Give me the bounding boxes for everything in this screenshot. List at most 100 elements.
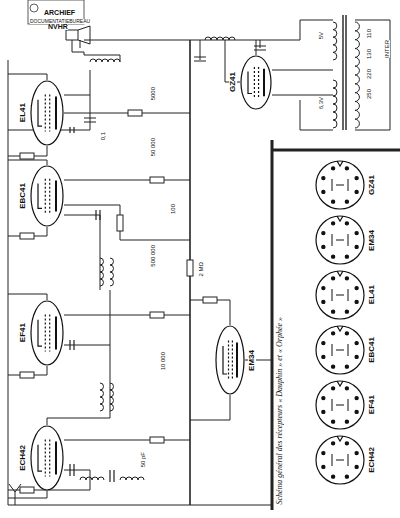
coil-symbol xyxy=(80,477,104,480)
electrode-stroke xyxy=(322,245,325,248)
electrode-stroke xyxy=(337,216,343,221)
component-value: 110 xyxy=(366,29,372,39)
resistor-symbol xyxy=(187,260,193,276)
electrode-stroke xyxy=(223,346,227,374)
tube-symbol xyxy=(30,165,64,227)
component-value: 10 000 xyxy=(160,352,166,370)
electrode-stroke xyxy=(332,332,335,335)
wire xyxy=(64,52,120,95)
resistor-symbol xyxy=(20,233,34,239)
electrode-stroke xyxy=(322,410,325,413)
electrode-stroke xyxy=(337,161,343,166)
electrode-stroke xyxy=(241,56,271,109)
value-label: 2 MΩ xyxy=(198,262,204,281)
electrode-stroke xyxy=(355,287,358,290)
electrode-stroke xyxy=(322,452,325,455)
tube-label: EBC41 xyxy=(19,183,27,209)
tube-label: GZ41 xyxy=(229,72,237,92)
electrode-stroke xyxy=(332,277,335,280)
wire xyxy=(64,113,190,114)
wire xyxy=(343,15,346,130)
electrode-stroke xyxy=(337,271,343,276)
resistor-symbol xyxy=(20,372,34,378)
component-value: 5V xyxy=(318,32,324,39)
tube-symbol xyxy=(30,425,64,491)
electrode-stroke xyxy=(332,167,335,170)
value-label: 5V xyxy=(318,25,324,43)
electrode-stroke xyxy=(332,179,348,191)
value-label: 130 xyxy=(366,45,372,63)
electrode-stroke xyxy=(332,255,335,258)
wire xyxy=(64,215,100,255)
electrode-stroke xyxy=(49,315,50,352)
resistor-symbol xyxy=(117,215,123,231)
electrode-stroke xyxy=(345,255,348,258)
electrode-stroke xyxy=(316,216,364,264)
coil-symbol xyxy=(205,37,235,40)
vacuum-tube: GZ41 xyxy=(240,55,272,110)
caption-text: Schéma général des récepteurs « Dauphin … xyxy=(276,317,284,505)
electrode-stroke xyxy=(332,387,335,390)
value-label: 500 000 xyxy=(150,245,156,271)
electrode-stroke xyxy=(337,436,343,441)
electrode-stroke xyxy=(337,381,343,386)
component-value: 250 xyxy=(366,89,372,99)
capacitor-symbol xyxy=(254,46,266,50)
tube-socket: GZ41 xyxy=(315,160,365,210)
electrode-stroke xyxy=(332,454,348,466)
electrode-stroke xyxy=(355,232,358,235)
electrode-stroke xyxy=(31,166,63,226)
capacitor-symbol xyxy=(194,57,206,61)
electrode-stroke xyxy=(322,287,325,290)
value-label: 110 xyxy=(366,25,372,43)
coil-symbol xyxy=(100,258,104,286)
wire xyxy=(64,180,190,181)
coil-symbol xyxy=(333,22,337,60)
coil-symbol xyxy=(90,59,120,62)
tube-socket: EF41 xyxy=(315,380,365,430)
speaker-symbol xyxy=(66,26,90,52)
electrode-stroke xyxy=(355,300,358,303)
electrode-stroke xyxy=(345,332,348,335)
tube-symbol xyxy=(240,55,272,110)
electrode-stroke xyxy=(316,271,364,319)
tube-symbol xyxy=(215,325,245,395)
electrode-stroke xyxy=(228,340,229,379)
electrode-stroke xyxy=(55,181,57,212)
electrode-stroke xyxy=(332,399,348,411)
capacitor-symbol xyxy=(70,340,74,350)
value-label: 6,3V xyxy=(318,95,324,113)
electrode-stroke xyxy=(345,420,348,423)
electrode-stroke xyxy=(216,326,244,394)
value-label: 100 xyxy=(170,200,176,218)
component-value: 50 000 xyxy=(150,138,156,156)
electrode-stroke xyxy=(316,326,364,374)
component-value: 2 MΩ xyxy=(198,262,204,277)
electrode-stroke xyxy=(236,343,238,378)
wire xyxy=(64,290,110,345)
socket-diagram xyxy=(315,380,365,430)
electrode-stroke xyxy=(38,320,42,346)
component-value: 220 xyxy=(366,69,372,79)
electrode-stroke xyxy=(345,475,348,478)
tube-label: EL41 xyxy=(368,285,376,304)
electrode-stroke xyxy=(316,381,364,429)
speaker-symbol xyxy=(72,40,84,52)
electrode-stroke xyxy=(263,69,265,97)
electrode-stroke xyxy=(316,161,364,209)
component-value: 130 xyxy=(366,49,372,59)
coil-symbol xyxy=(120,477,144,480)
electrode-stroke xyxy=(45,95,46,132)
wire xyxy=(8,15,400,510)
tube-label: EBC41 xyxy=(368,337,376,363)
electrode-stroke xyxy=(45,179,46,214)
value-label: 50 pF xyxy=(140,452,146,471)
component-value: 5000 xyxy=(150,87,156,100)
capacitor-symbol xyxy=(96,210,100,220)
wire xyxy=(190,300,272,420)
electrode-stroke xyxy=(45,440,46,477)
electrode-stroke xyxy=(322,300,325,303)
electrode-stroke xyxy=(322,177,325,180)
capacitor-symbol xyxy=(70,46,266,482)
electrode-stroke xyxy=(345,200,348,203)
